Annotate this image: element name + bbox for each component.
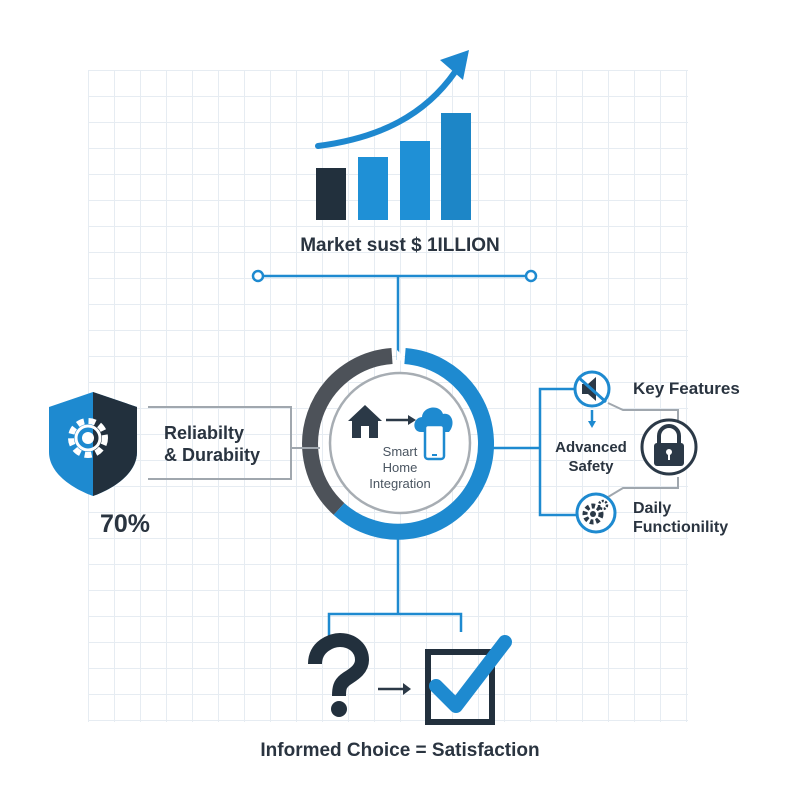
safety-line-2: Safety — [568, 458, 614, 475]
reliability-percent: 70% — [100, 510, 151, 538]
growth-bar-4 — [441, 113, 471, 220]
trend-arrow-icon — [315, 69, 458, 149]
market-label: Market sust $ 1ILLION — [300, 235, 500, 256]
muted-speaker-icon — [573, 370, 611, 408]
arrow-right-icon-bottom — [378, 683, 411, 695]
gear-icon — [575, 492, 617, 534]
checkbox-icon — [425, 635, 512, 725]
reliability-line-2: & Durabiity — [164, 445, 261, 465]
trend-arrowhead — [440, 50, 469, 80]
center-line-1: Smart — [382, 444, 418, 459]
top-connector — [251, 269, 538, 360]
caption: Informed Choice = Satisfaction — [260, 740, 540, 761]
safety-line-1: Advanced — [555, 439, 627, 456]
center-line-2: Home — [382, 460, 418, 475]
question-mark-icon — [308, 632, 370, 717]
cloud-phone-icon — [414, 407, 453, 461]
center-line-3: Integration — [369, 476, 431, 491]
growth-chart-icon — [315, 50, 471, 220]
daily-functionality-label: Daily Functionility — [633, 499, 728, 537]
down-arrow-icon — [588, 421, 596, 428]
key-features-label: Key Features — [633, 379, 740, 398]
padlock-icon — [640, 418, 698, 476]
daily-line-1: Daily — [633, 500, 672, 517]
growth-bar-1 — [316, 168, 346, 220]
growth-bar-2 — [358, 157, 388, 220]
arrow-right-icon — [386, 415, 416, 425]
shield-gear-icon — [49, 392, 137, 496]
features-gray-connector — [607, 402, 679, 498]
central-ring — [302, 348, 495, 540]
daily-line-2: Functionility — [633, 519, 729, 536]
growth-bar-3 — [400, 141, 430, 220]
reliability-connector — [148, 406, 320, 480]
center-label: Smart Home Integration — [339, 444, 461, 492]
house-icon — [348, 405, 382, 438]
advanced-safety-label: Advanced Safety — [545, 438, 637, 476]
reliability-label: Reliabilty & Durabiity — [164, 422, 260, 466]
bottom-connector — [327, 532, 463, 638]
features-connector — [488, 387, 594, 517]
reliability-line-1: Reliabilty — [164, 423, 245, 443]
